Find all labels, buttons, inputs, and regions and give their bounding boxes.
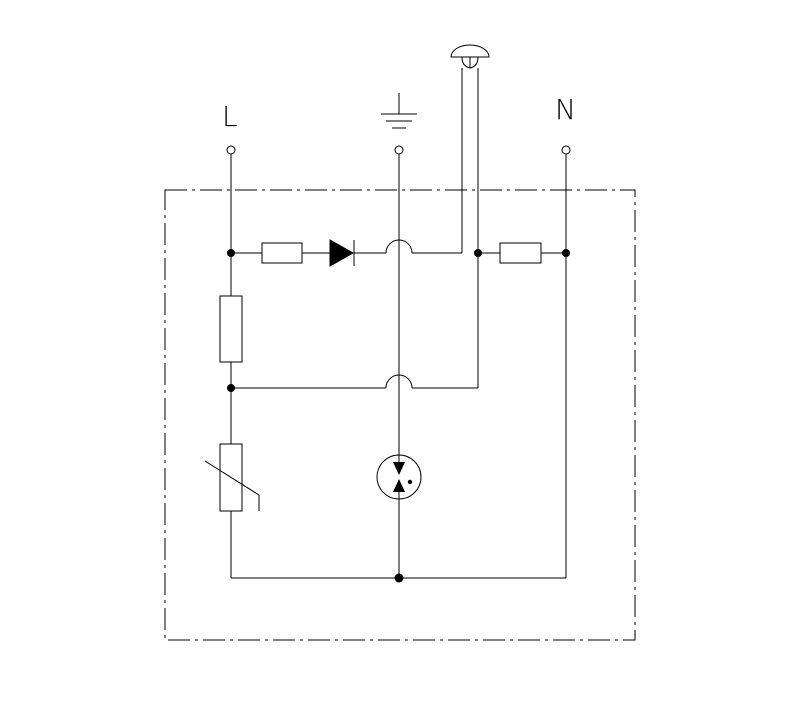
varistor-icon	[204, 443, 260, 512]
gas-discharge-tube-icon	[376, 454, 422, 500]
fuse-line	[219, 295, 243, 363]
earth-ground-icon	[381, 93, 417, 129]
wire-crossover-top	[385, 239, 413, 254]
junction-neutral	[562, 249, 570, 257]
indicator-lamp-icon	[450, 44, 490, 253]
terminal-label-neutral: N	[555, 93, 576, 126]
junction-bottom	[394, 573, 404, 583]
enclosure-border	[164, 189, 636, 641]
wire-crossover-mid	[385, 374, 413, 389]
junction-line-top	[227, 249, 235, 257]
resistor-top-left	[261, 242, 303, 264]
terminal-earth	[394, 145, 404, 155]
terminal-label-line: L	[222, 100, 238, 133]
junction-line-mid	[227, 384, 235, 392]
terminal-line	[226, 145, 236, 155]
junction-lamp	[474, 249, 482, 257]
diode-icon	[329, 239, 355, 267]
terminal-neutral	[561, 145, 571, 155]
resistor-top-right	[499, 242, 542, 264]
